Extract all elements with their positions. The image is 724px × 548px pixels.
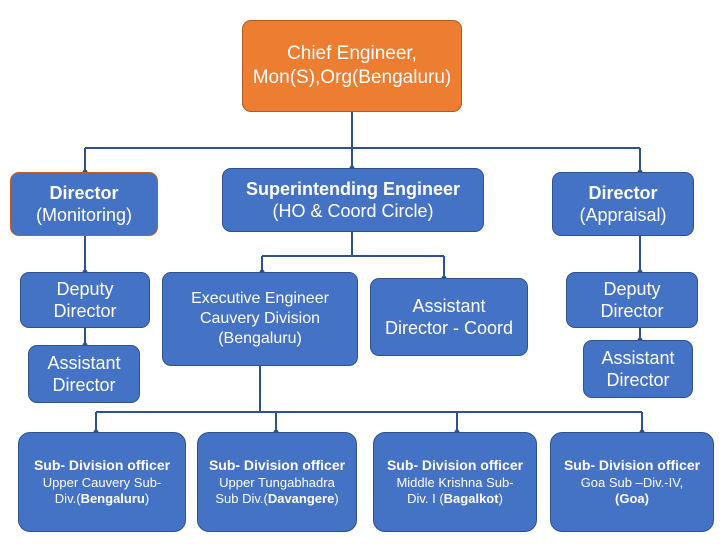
deputy-director-left-line1: Deputy (56, 278, 114, 299)
sub-division-box-3: Sub- Division officer Middle Krishna Sub… (373, 432, 537, 532)
sub-division-box-4: Sub- Division officer Goa Sub –Div.-IV, … (550, 432, 714, 532)
chief-engineer-line1: Chief Engineer, (287, 43, 417, 65)
sub-division-3-title: Sub- Division officer (386, 457, 524, 473)
director-monitoring-subtitle: (Monitoring) (35, 205, 133, 225)
sub-division-3-line2: Div. I (Bagalkot) (407, 490, 503, 506)
assistant-director-right-line1: Assistant (601, 347, 675, 368)
chief-engineer-line2: Mon(S),Org(Bengaluru) (252, 67, 452, 88)
assistant-director-coord-box: Assistant Director - Coord (370, 278, 528, 356)
executive-engineer-line1: Executive Engineer (191, 290, 329, 307)
sub-division-2-line1: Upper Tungabhadra (219, 474, 335, 490)
executive-engineer-line3: (Bengaluru) (218, 330, 302, 347)
superintending-engineer-box: Superintending Engineer (HO & Coord Circ… (222, 168, 484, 232)
assistant-director-coord-line2: Director - Coord (384, 318, 514, 338)
deputy-director-left-box: Deputy Director (20, 272, 150, 328)
executive-engineer-box: Executive Engineer Cauvery Division (Ben… (162, 272, 358, 366)
sub-division-box-1: Sub- Division officer Upper Cauvery Sub-… (18, 432, 186, 532)
assistant-director-right-line2: Director (606, 370, 670, 390)
deputy-director-right-box: Deputy Director (566, 272, 698, 328)
deputy-director-right-line1: Deputy (603, 278, 661, 299)
sub-division-2-line2: Sub Div.(Davangere) (215, 490, 339, 506)
assistant-director-coord-line1: Assistant (412, 295, 486, 316)
director-appraisal-title: Director (588, 182, 658, 203)
sub-division-3-line1: Middle Krishna Sub- (396, 474, 514, 490)
assistant-director-left-box: Assistant Director (28, 345, 140, 403)
sub-division-4-line2: (Goa) (615, 490, 649, 506)
director-monitoring-box: Director (Monitoring) (10, 172, 158, 236)
executive-engineer-line2: Cauvery Division (199, 310, 321, 327)
assistant-director-right-box: Assistant Director (583, 340, 693, 398)
director-monitoring-title: Director (49, 182, 119, 203)
sub-division-1-title: Sub- Division officer (33, 457, 171, 473)
sub-division-2-title: Sub- Division officer (208, 457, 346, 473)
assistant-director-left-line1: Assistant (47, 352, 121, 373)
deputy-director-right-line2: Director (600, 301, 664, 321)
sub-division-1-line2: Div.(Bengaluru) (54, 490, 150, 506)
director-appraisal-subtitle: (Appraisal) (579, 205, 667, 225)
superintending-engineer-title: Superintending Engineer (245, 178, 460, 199)
director-appraisal-box: Director (Appraisal) (552, 172, 694, 236)
sub-division-4-title: Sub- Division officer (563, 457, 701, 473)
deputy-director-left-line2: Director (53, 301, 117, 321)
chief-engineer-box: Chief Engineer, Mon(S),Org(Bengaluru) (242, 20, 462, 112)
sub-division-box-2: Sub- Division officer Upper Tungabhadra … (197, 432, 357, 532)
sub-division-4-line1: Goa Sub –Div.-IV, (580, 474, 684, 490)
superintending-engineer-subtitle: (HO & Coord Circle) (272, 201, 434, 221)
sub-division-1-line1: Upper Cauvery Sub- (42, 474, 162, 490)
assistant-director-left-line2: Director (52, 375, 116, 395)
